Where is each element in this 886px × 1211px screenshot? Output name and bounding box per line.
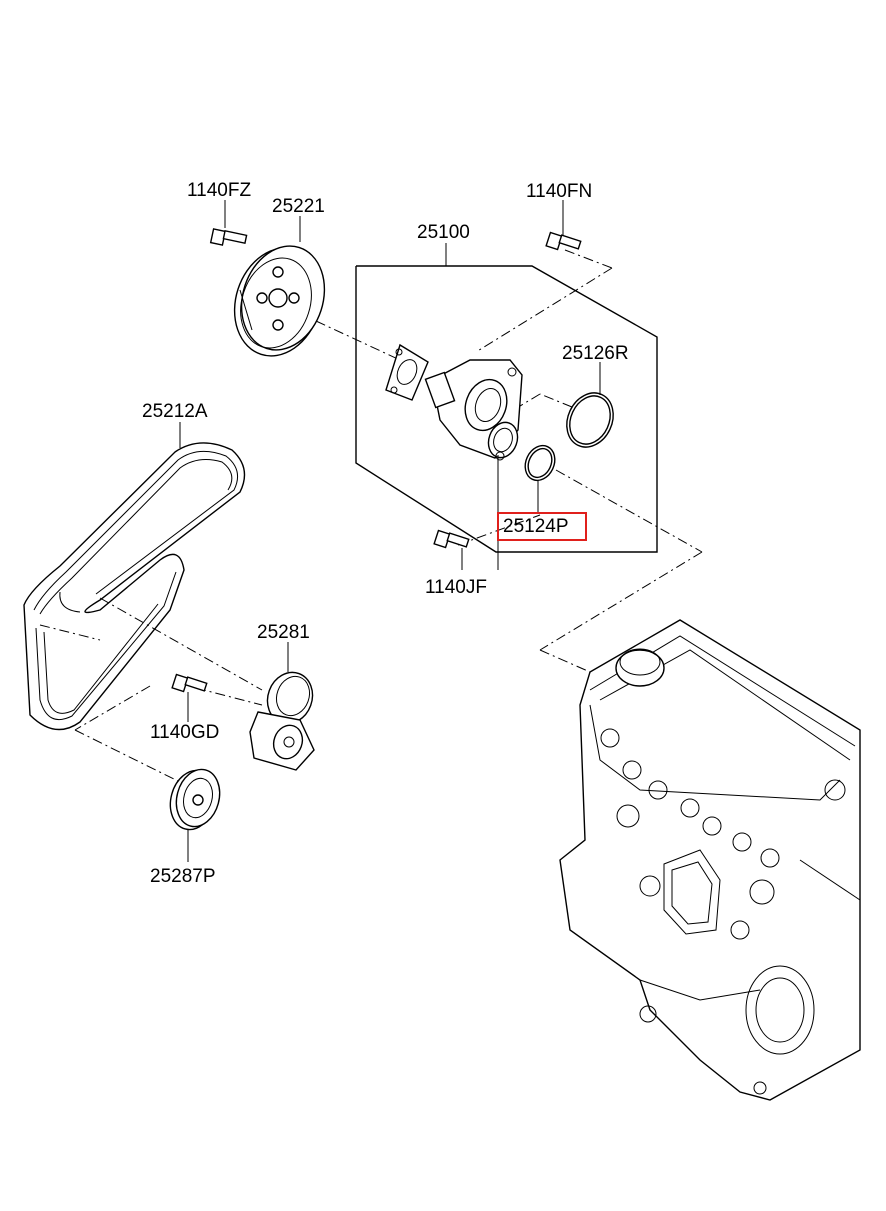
label-25281[interactable]: 25281 <box>257 622 310 643</box>
engine-block <box>559 619 861 1101</box>
label-25221[interactable]: 25221 <box>272 196 325 217</box>
highlight-box <box>497 512 587 541</box>
label-25100[interactable]: 25100 <box>417 222 470 243</box>
leader-lines <box>39 249 703 787</box>
label-25212A[interactable]: 25212A <box>142 401 208 422</box>
o-ring-25126R[interactable] <box>558 362 622 455</box>
bolt-1140JF[interactable] <box>433 529 470 570</box>
bolt-1140FN[interactable] <box>545 200 582 251</box>
label-25287P[interactable]: 25287P <box>150 866 216 887</box>
label-25124P[interactable]: 25124P <box>503 516 569 537</box>
pulley-25221[interactable] <box>221 216 337 367</box>
idler-pulley-25287P[interactable] <box>164 765 226 862</box>
label-1140FZ[interactable]: 1140FZ <box>187 180 251 201</box>
part-labels: 1140FZ 25221 25100 1140FN 25126R 25212A … <box>142 180 629 887</box>
label-1140FN[interactable]: 1140FN <box>526 181 592 202</box>
bolt-1140FZ[interactable] <box>209 200 248 246</box>
drive-belt-25212A[interactable] <box>23 422 246 731</box>
pump-gasket-plate[interactable] <box>385 343 429 401</box>
label-1140GD[interactable]: 1140GD <box>150 722 219 743</box>
water-pump-body[interactable] <box>424 359 523 462</box>
pump-assembly-frame <box>355 243 658 553</box>
o-ring-25124P[interactable] <box>497 441 560 570</box>
label-25126R[interactable]: 25126R <box>562 343 629 364</box>
label-1140JF[interactable]: 1140JF <box>425 577 487 598</box>
tensioner-25281[interactable] <box>249 642 320 771</box>
bolt-1140GD[interactable] <box>171 673 208 722</box>
